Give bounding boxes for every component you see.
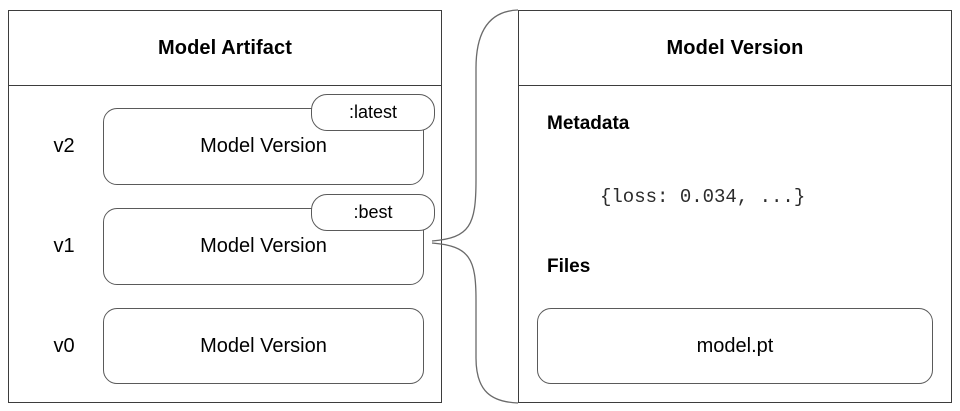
model-version-box-v2[interactable]: Model Version <box>103 108 424 185</box>
metadata-heading: Metadata <box>547 113 630 134</box>
tag-best[interactable]: :best <box>311 194 435 231</box>
file-box-model-pt[interactable]: model.pt <box>537 308 933 384</box>
model-artifact-divider <box>9 85 441 86</box>
model-version-title: Model Version <box>666 36 804 59</box>
model-version-divider <box>519 85 951 86</box>
files-heading: Files <box>547 256 591 277</box>
version-label-v1: v1 <box>53 235 75 257</box>
metadata-value: {loss: 0.034, ...} <box>600 186 806 208</box>
model-version-box-v0[interactable]: Model Version <box>103 308 424 384</box>
version-label-v0: v0 <box>53 335 75 357</box>
model-artifact-title: Model Artifact <box>158 36 292 59</box>
version-label-v2: v2 <box>53 135 75 157</box>
tag-latest[interactable]: :latest <box>311 94 435 131</box>
